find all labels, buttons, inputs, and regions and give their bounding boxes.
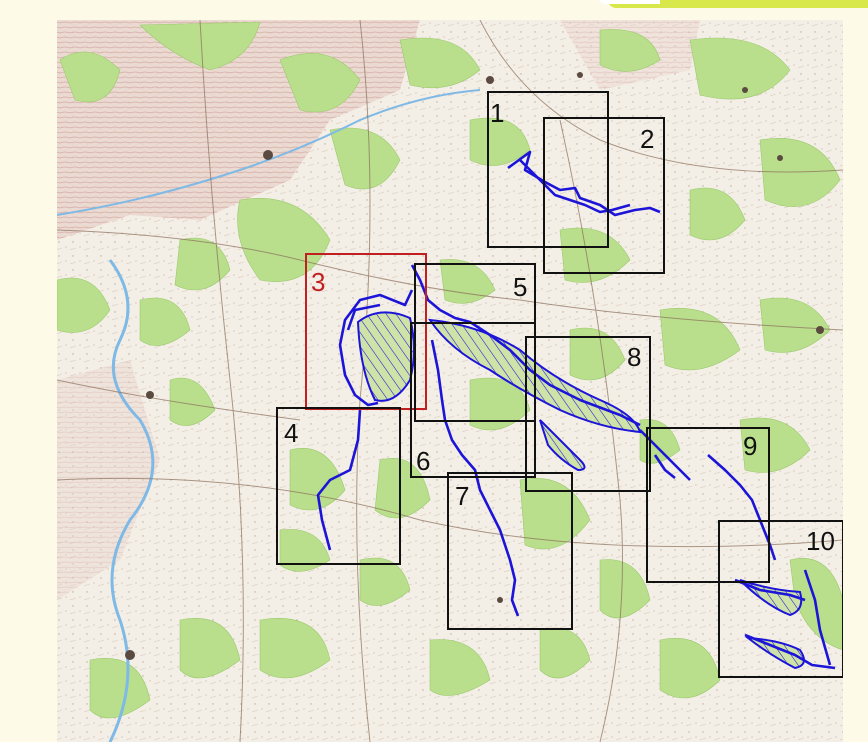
map-sheet-label-6: 6 bbox=[416, 446, 430, 476]
forest-areas bbox=[57, 21, 843, 719]
map-sheet-labels: 1 2 3 4 5 67 8 9 10 bbox=[284, 98, 835, 556]
map-sheet-frame-9[interactable] bbox=[646, 427, 770, 583]
map-sheet-label-7: 7 bbox=[455, 481, 469, 511]
map-sheet-label-5: 5 bbox=[513, 272, 527, 302]
map-sheet-label-2: 2 bbox=[640, 124, 654, 154]
map-sheet-frames bbox=[276, 91, 843, 678]
map-sheet-label-1: 1 bbox=[490, 98, 504, 128]
valley-river bbox=[108, 259, 155, 742]
north-river bbox=[57, 89, 481, 216]
map-sheet-label-8: 8 bbox=[627, 342, 641, 372]
map-sheet-frame-7[interactable] bbox=[447, 472, 573, 630]
roads bbox=[57, 20, 843, 742]
map-canvas: 1 2 3 4 5 67 8 9 10 bbox=[57, 20, 843, 742]
corner-accent bbox=[600, 0, 868, 8]
map-sheet-label-3: 3 bbox=[311, 267, 325, 297]
map-sheet-frame-6[interactable] bbox=[410, 322, 536, 478]
flood-boundaries bbox=[316, 150, 836, 670]
map-sheet-label-9: 9 bbox=[743, 431, 757, 461]
map-sheet-frame-4[interactable] bbox=[276, 407, 401, 565]
map-sheet-frame-1[interactable] bbox=[487, 91, 609, 248]
map-sheet-frame-8[interactable] bbox=[525, 336, 651, 492]
map-sheet-frame-2[interactable] bbox=[543, 117, 665, 274]
map-sheet-label-4: 4 bbox=[284, 418, 298, 448]
map-sheet-frame-10[interactable] bbox=[718, 520, 843, 678]
map-sheet-label-10: 10 bbox=[806, 526, 835, 556]
towns bbox=[125, 72, 824, 660]
